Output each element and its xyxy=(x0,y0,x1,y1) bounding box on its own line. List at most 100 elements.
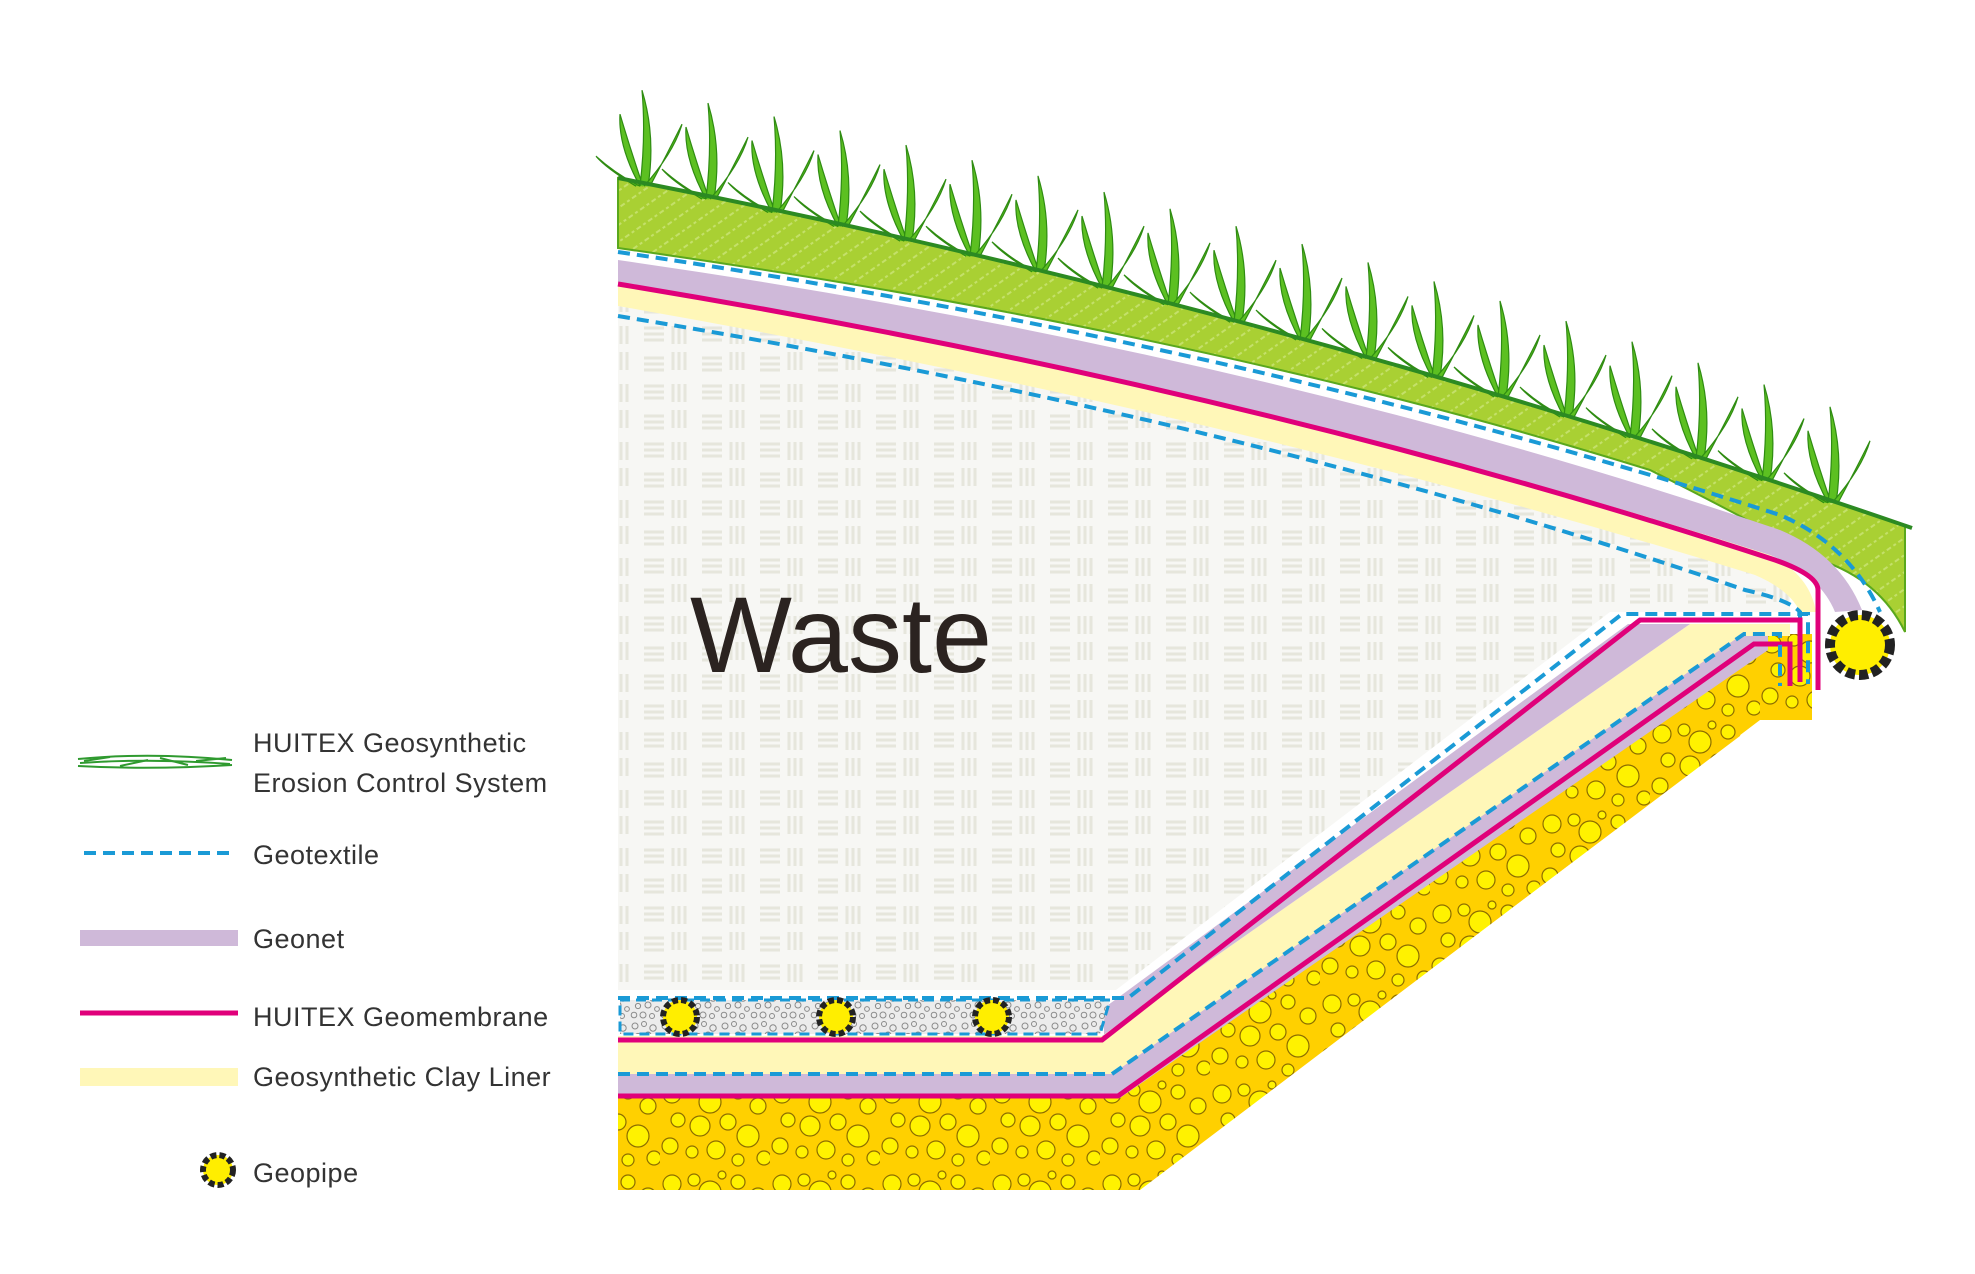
base-geomembrane-upper xyxy=(618,617,1803,1043)
grass-clump xyxy=(991,175,1079,273)
grass-blade xyxy=(1435,315,1475,378)
grass-clump xyxy=(1189,226,1277,323)
legend-label-geopipe: Geopipe xyxy=(253,1158,359,1188)
grass-clump xyxy=(925,160,1013,257)
grass-blade xyxy=(1299,243,1312,341)
grass-blade xyxy=(1741,408,1766,481)
grass-blade xyxy=(1563,320,1576,418)
geopipe-icon xyxy=(200,1152,236,1188)
grass-blade xyxy=(1477,324,1502,398)
grass-clump xyxy=(1519,320,1607,418)
grass-blade xyxy=(775,150,815,213)
grass-clump xyxy=(1585,341,1673,439)
grass-blade xyxy=(1167,208,1180,305)
legend-label-geomembrane: HUITEX Geomembrane xyxy=(253,1002,549,1032)
legend-label-geotextile: Geotextile xyxy=(253,840,380,870)
grass-blade xyxy=(1035,175,1048,272)
grass-blade xyxy=(1147,232,1172,306)
legend-label-geonet: Geonet xyxy=(253,924,345,954)
grass-blade xyxy=(973,193,1013,257)
grass-blade xyxy=(907,178,947,242)
waste-label: Waste xyxy=(690,574,992,695)
grass-blade xyxy=(1543,344,1568,418)
grass-blade xyxy=(949,184,974,257)
grass-blade xyxy=(751,140,776,213)
legend-item-geonet: Geonet xyxy=(80,924,345,954)
grass-blade xyxy=(1081,215,1106,289)
grass-clump xyxy=(1321,262,1409,360)
subgrade-soil xyxy=(618,634,1812,1190)
grass-blade xyxy=(1609,365,1634,438)
grass-blade xyxy=(1303,277,1343,341)
grass-clump xyxy=(1387,281,1475,378)
legend-label-clay-liner: Geosynthetic Clay Liner xyxy=(253,1062,551,1092)
grass-blade xyxy=(639,90,652,187)
grass-blade xyxy=(1411,305,1436,378)
grass-line-icon xyxy=(77,754,233,769)
grass-clump xyxy=(1717,384,1805,482)
grass-blade xyxy=(1695,362,1708,459)
base-geomembrane-lower xyxy=(618,641,1793,1099)
grass-blade xyxy=(1101,191,1114,289)
legend-item-geotextile: Geotextile xyxy=(84,840,380,870)
grass-blade xyxy=(903,144,916,242)
grass-clump xyxy=(595,90,683,187)
grass-blade xyxy=(817,154,842,227)
legend-item-geomembrane: HUITEX Geomembrane xyxy=(80,1002,549,1032)
cap-geotextile-top xyxy=(617,250,1882,613)
grass-blade xyxy=(969,160,982,257)
grass-blade xyxy=(1807,430,1832,504)
grass-blade xyxy=(1699,396,1739,460)
grass-clump xyxy=(1255,243,1343,341)
grass-blade xyxy=(771,116,784,213)
grass-blade xyxy=(1105,225,1145,289)
legend: HUITEX Geosynthetic Erosion Control Syst… xyxy=(77,728,551,1188)
grass-blade xyxy=(883,168,908,242)
grass-clump xyxy=(1123,208,1211,306)
grass-blade xyxy=(1765,418,1805,481)
grass-blade xyxy=(1827,406,1840,503)
grass-blade xyxy=(1279,267,1304,341)
grass-blade xyxy=(1675,386,1700,460)
grass-blade xyxy=(1497,300,1510,398)
grass-blade xyxy=(705,102,718,200)
legend-label-erosion-1: HUITEX Geosynthetic xyxy=(253,728,527,758)
legend-item-clay-liner: Geosynthetic Clay Liner xyxy=(80,1062,551,1092)
grass-blade xyxy=(841,164,881,227)
cap-clay-band xyxy=(618,286,1816,612)
grass-blade xyxy=(1233,226,1246,323)
legend-item-geopipe: Geopipe xyxy=(200,1152,359,1188)
grass-blade xyxy=(1431,281,1444,378)
grass-blade xyxy=(685,126,710,200)
grass-blade xyxy=(643,123,683,187)
base-geotextile-lower xyxy=(618,632,1782,1076)
grass-clump xyxy=(859,144,947,242)
grass-blade xyxy=(1567,354,1607,418)
grass-blade xyxy=(1831,440,1871,504)
grass-blade xyxy=(1365,262,1378,359)
grass-blade xyxy=(1213,250,1238,323)
legend-item-erosion-control: HUITEX Geosynthetic Erosion Control Syst… xyxy=(77,728,548,798)
base-clay-band xyxy=(618,624,1790,1074)
yellow-band-icon xyxy=(80,1068,238,1086)
grass-blade xyxy=(1501,334,1541,398)
grass-blade xyxy=(1237,259,1277,323)
purple-band-icon xyxy=(80,930,238,946)
grass-blade xyxy=(1369,296,1409,359)
grass-blade xyxy=(1633,375,1673,439)
geopipe-icon xyxy=(972,997,1012,1037)
grass-blade xyxy=(709,136,749,200)
grass-blade xyxy=(1171,242,1211,306)
grass-blade xyxy=(1761,384,1774,481)
grass-blade xyxy=(1015,199,1040,273)
cap-geonet-band xyxy=(618,260,1862,612)
grass-blade xyxy=(837,130,850,227)
grass-blade xyxy=(1345,286,1370,359)
grass-clump xyxy=(1057,191,1145,289)
grass-blade xyxy=(1629,341,1642,438)
legend-label-erosion-2: Erosion Control System xyxy=(253,768,548,798)
grass-blades xyxy=(595,90,1871,504)
grass-blade xyxy=(1039,209,1079,273)
base-geopipes xyxy=(660,997,1012,1037)
